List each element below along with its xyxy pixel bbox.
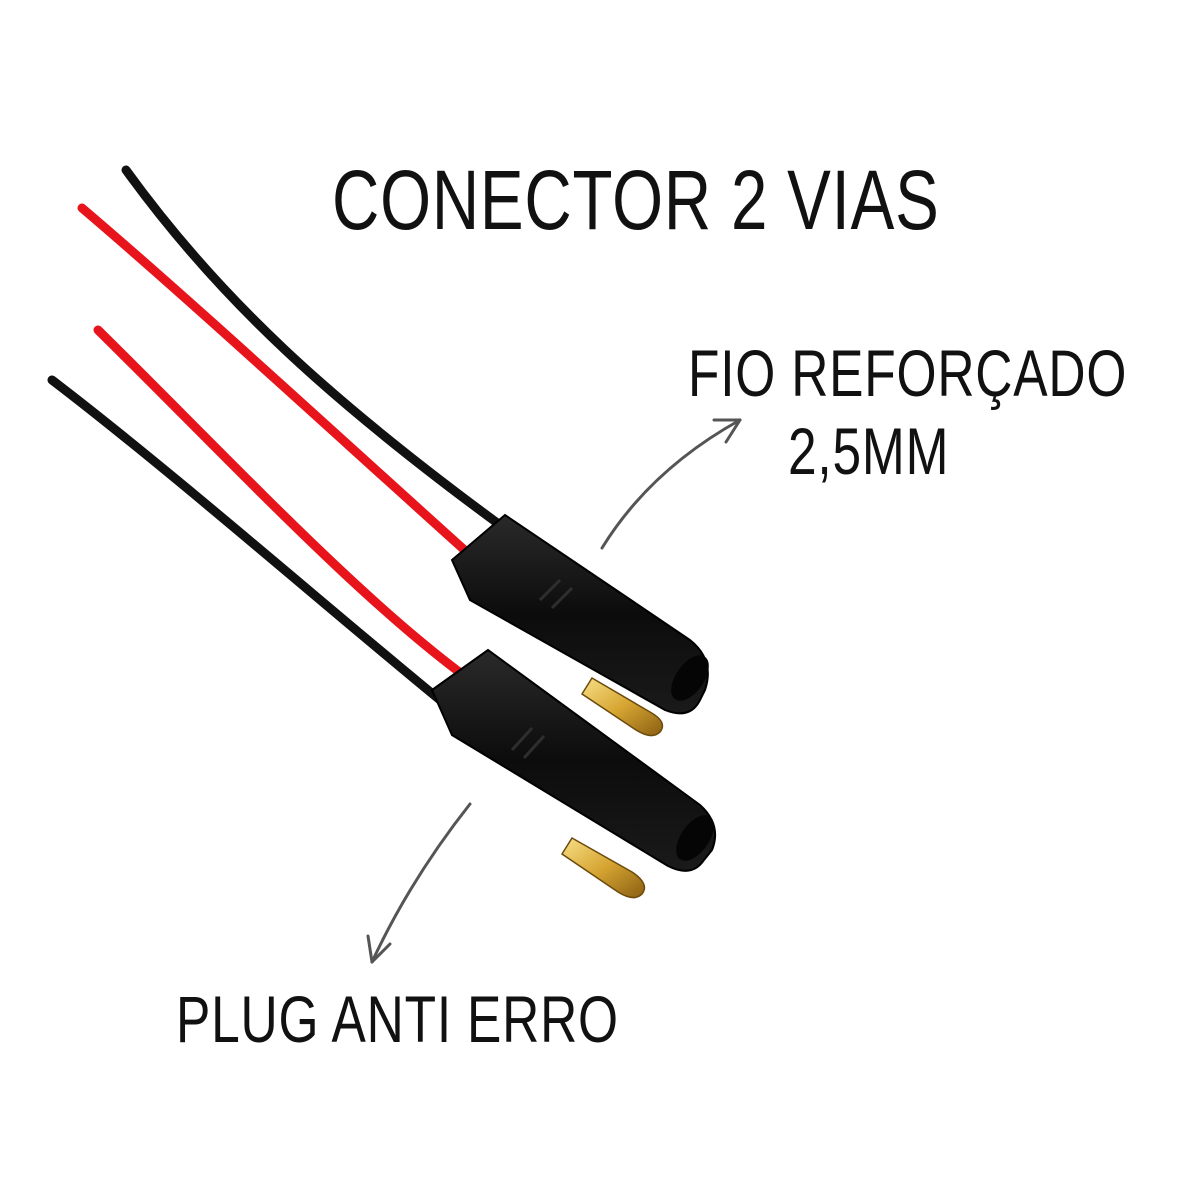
arrow-to-wire: [600, 418, 742, 550]
plug-callout: PLUG ANTI ERRO: [176, 982, 619, 1056]
arrow-to-plug: [366, 802, 472, 964]
red-wire-lower: [93, 325, 475, 685]
wire-callout-line1: FIO REFORÇADO: [688, 336, 1128, 410]
product-title: CONECTOR 2 VIAS: [332, 153, 940, 247]
black-wire-lower: [47, 375, 445, 705]
connector-housing-upper: [450, 513, 709, 715]
black-wire-upper: [121, 165, 505, 530]
wire-callout-line2: 2,5MM: [788, 414, 950, 488]
connector-housing-lower: [430, 648, 716, 872]
gold-pin-upper: [580, 676, 664, 737]
gold-pin-lower: [560, 836, 646, 899]
red-wire-upper: [77, 203, 475, 560]
